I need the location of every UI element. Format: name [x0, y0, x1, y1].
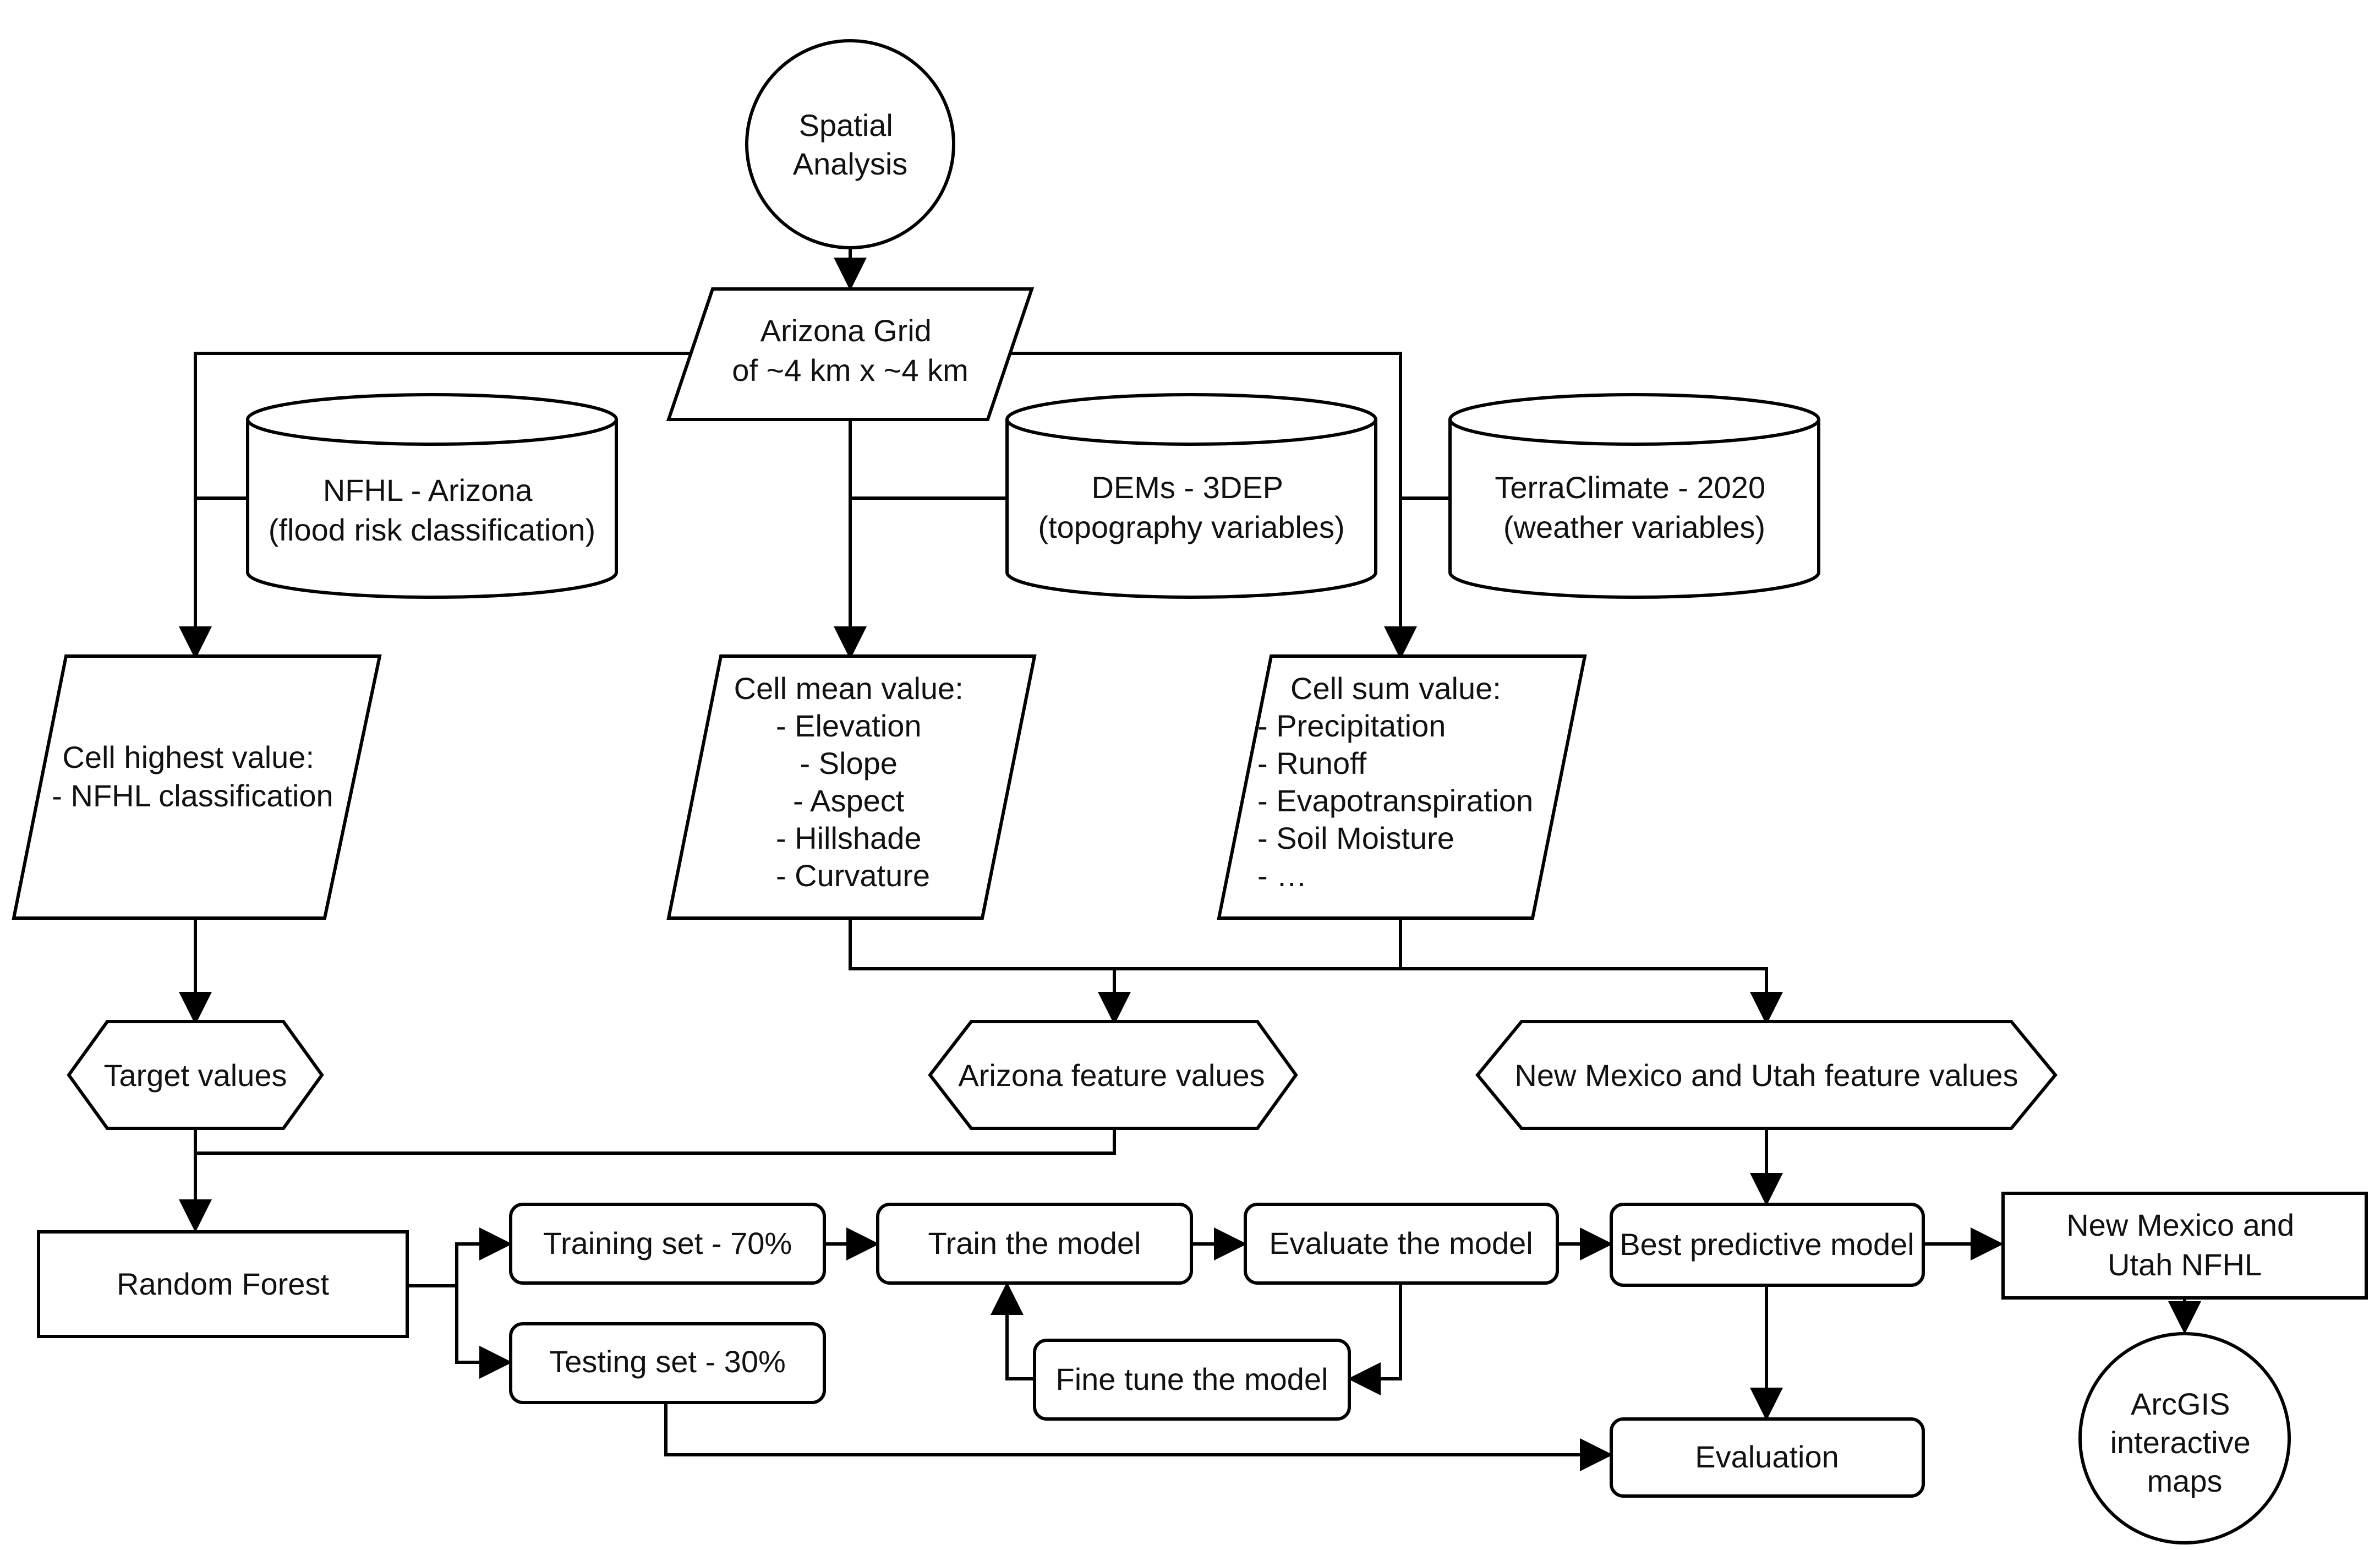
- cell-sum-value-node: Cell sum value: - Precipitation - Runoff…: [1217, 654, 1587, 920]
- node-label-line: Testing set - 30%: [549, 1344, 786, 1379]
- node-label-line: - Aspect: [793, 783, 905, 818]
- node-label-line: - Hillshade: [776, 821, 922, 855]
- svg-text:Random Forest: Random Forest: [117, 1267, 329, 1301]
- best-predictive-model-node: Best predictive model: [1610, 1203, 1925, 1287]
- node-label-line: of ~4 km x ~4 km: [732, 353, 969, 388]
- node-label-line: (flood risk classification): [269, 512, 595, 547]
- node-label-line: - Soil Moisture: [1257, 821, 1454, 855]
- evaluate-model-node: Evaluate the model: [1244, 1203, 1559, 1285]
- node-label-line: - Precipitation: [1257, 708, 1446, 743]
- svg-text:Evaluate the model: Evaluate the model: [1269, 1226, 1533, 1260]
- node-label-line: Utah NFHL: [2108, 1247, 2262, 1282]
- arizona-grid-node: Arizona Grid of ~4 km x ~4 km: [666, 287, 1035, 421]
- node-label-line: (topography variables): [1038, 510, 1344, 544]
- svg-text:Train the model: Train the model: [928, 1226, 1141, 1260]
- node-label-line: Analysis: [793, 146, 908, 181]
- edge-testing-to-evaluation: [664, 1402, 1613, 1471]
- arizona-feature-values-node: Arizona feature values: [928, 1020, 1298, 1130]
- random-forest-node: Random Forest: [37, 1230, 409, 1338]
- node-label-line: TerraClimate - 2020: [1495, 470, 1765, 505]
- node-label-line: Spatial: [799, 108, 893, 143]
- node-label-line: - Slope: [800, 746, 898, 781]
- svg-text:New Mexico and Utah NFHL: New Mexico and Utah NFHL: [2066, 1208, 2303, 1282]
- node-label-line: New Mexico and: [2066, 1208, 2294, 1242]
- svg-text:DEMs - 3DEP (topography: DEMs - 3DEP (topography variables): [1038, 470, 1344, 544]
- svg-text:Best predictive model: Best predictive model: [1620, 1227, 1914, 1262]
- node-label-line: interactive: [2110, 1425, 2251, 1460]
- svg-text:Cell highest value: - NF: Cell highest value: - NFHL classificatio…: [52, 740, 333, 813]
- node-label-line: Random Forest: [117, 1267, 329, 1301]
- svg-text:Testing set - 30%: Testing set - 30%: [549, 1344, 786, 1379]
- node-label-line: - Elevation: [776, 708, 922, 743]
- cell-highest-value-node: Cell highest value: - NFHL classificatio…: [12, 654, 382, 920]
- nm-utah-feature-values-node: New Mexico and Utah feature values: [1475, 1020, 2058, 1130]
- svg-text:ArcGIS interactive: ArcGIS interactive maps: [2110, 1387, 2259, 1498]
- svg-text:Arizona Grid of ~4 km x: Arizona Grid of ~4 km x ~4 km: [732, 313, 969, 388]
- svg-text:NFHL - Arizona (flood ri: NFHL - Arizona (flood risk classificatio…: [269, 473, 595, 547]
- svg-text:Target values: Target values: [103, 1058, 287, 1093]
- svg-text:Training set - 70%: Training set - 70%: [543, 1226, 792, 1260]
- svg-text:Cell mean value: - Eleva: Cell mean value: - Elevation - Slope - A…: [734, 671, 972, 893]
- dems-3dep-database: DEMs - 3DEP (topography variables): [1005, 393, 1377, 599]
- node-label-line: DEMs - 3DEP: [1091, 470, 1282, 505]
- svg-text:Fine tune the model: Fine tune the model: [1056, 1362, 1328, 1396]
- node-label-line: Cell mean value:: [734, 671, 964, 706]
- edge-mean-to-split: [849, 918, 1783, 1025]
- svg-text:Evaluation: Evaluation: [1695, 1439, 1839, 1474]
- nfhl-arizona-database: NFHL - Arizona (flood risk classificatio…: [246, 393, 618, 599]
- node-label-line: Arizona Grid: [760, 313, 932, 348]
- node-label-line: - …: [1257, 858, 1307, 893]
- node-label-line: - Runoff: [1257, 746, 1367, 781]
- node-label-line: maps: [2147, 1464, 2223, 1498]
- arcgis-maps-node: ArcGIS interactive maps: [2078, 1332, 2291, 1544]
- node-label-line: - Evapotranspiration: [1257, 783, 1533, 818]
- svg-text:TerraClimate - 2020 (wea: TerraClimate - 2020 (weather variables): [1495, 470, 1774, 544]
- edge-grid-to-cell-sum: [1007, 352, 1417, 659]
- node-label-line: Evaluation: [1695, 1439, 1839, 1474]
- fine-tune-model-node: Fine tune the model: [1033, 1339, 1351, 1421]
- cell-mean-value-node: Cell mean value: - Elevation - Slope - A…: [666, 654, 1037, 920]
- node-label-line: Fine tune the model: [1056, 1362, 1328, 1396]
- edge-arizona-merge: [195, 1128, 1116, 1155]
- evaluation-node: Evaluation: [1610, 1417, 1925, 1498]
- svg-text:Spatial Analysis: Spatial Analysis: [793, 108, 908, 181]
- node-label-line: Train the model: [928, 1226, 1141, 1260]
- node-label-line: - Curvature: [776, 858, 930, 893]
- edge-evaluate-to-finetune: [1348, 1284, 1402, 1395]
- node-label-line: ArcGIS: [2131, 1387, 2230, 1421]
- train-model-node: Train the model: [876, 1203, 1193, 1285]
- svg-text:Cell sum value: - Precip: Cell sum value: - Precipitation - Runoff…: [1257, 671, 1542, 893]
- edge-rf-to-training: [407, 1227, 512, 1287]
- spatial-analysis-node: Spatial Analysis: [745, 39, 955, 249]
- node-label-line: Target values: [103, 1058, 287, 1093]
- node-label-line: Best predictive model: [1620, 1227, 1914, 1262]
- node-label-line: Cell highest value:: [62, 740, 314, 774]
- node-label-line: (weather variables): [1503, 510, 1765, 544]
- node-label-line: - NFHL classification: [52, 778, 333, 813]
- node-label-line: Cell sum value:: [1290, 671, 1501, 706]
- target-values-node: Target values: [67, 1020, 324, 1130]
- edge-finetune-to-train: [991, 1282, 1035, 1380]
- nm-utah-nfhl-node: New Mexico and Utah NFHL: [2001, 1192, 2368, 1300]
- testing-set-node: Testing set - 30%: [509, 1322, 826, 1404]
- edge-grid-to-cell-highest: [179, 352, 693, 659]
- svg-text:Arizona feature values: Arizona feature values: [958, 1058, 1265, 1093]
- connectors: [179, 226, 2201, 1471]
- node-label-line: NFHL - Arizona: [323, 473, 533, 507]
- node-label-line: Training set - 70%: [543, 1226, 792, 1260]
- node-label-line: New Mexico and Utah feature values: [1514, 1058, 2018, 1093]
- svg-text:New Mexico and Utah feature va: New Mexico and Utah feature values: [1514, 1058, 2018, 1093]
- edge-rf-to-testing: [455, 1286, 512, 1379]
- training-set-node: Training set - 70%: [509, 1203, 826, 1285]
- node-label-line: Arizona feature values: [958, 1058, 1265, 1093]
- node-label-line: Evaluate the model: [1269, 1226, 1533, 1260]
- terraclimate-database: TerraClimate - 2020 (weather variables): [1448, 393, 1820, 599]
